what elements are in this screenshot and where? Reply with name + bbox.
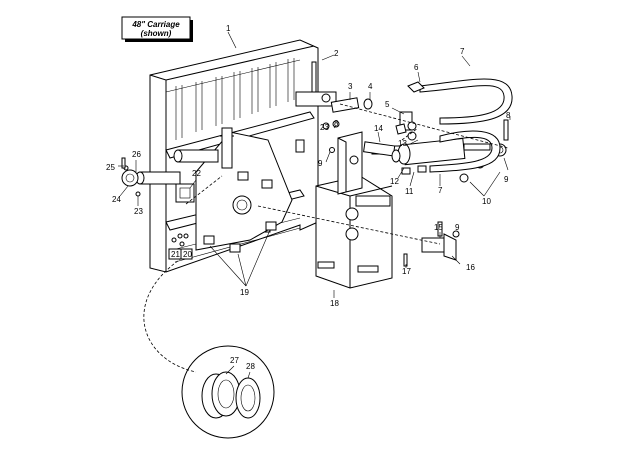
callout-7-bottom: 7 xyxy=(438,186,443,195)
callout-17: 17 xyxy=(402,267,411,276)
pivot-mast xyxy=(315,131,393,289)
mounting-plate xyxy=(195,127,293,253)
callout-7-top: 7 xyxy=(460,47,465,56)
callout-9-left: 9 xyxy=(318,159,323,168)
callout-labels: 1 2 3 4 5 6 7 7 8 8 9 9 9 10 11 12 13 14… xyxy=(106,24,511,371)
callout-11: 11 xyxy=(405,187,414,196)
callout-21-box: 21 xyxy=(168,248,182,260)
leader-lines xyxy=(118,31,511,379)
callout-14: 14 xyxy=(374,124,383,133)
callout-20-box: 20 xyxy=(180,248,193,260)
left-pivot-pin xyxy=(121,149,219,203)
callout-25: 25 xyxy=(106,163,115,172)
callout-23-top: 23 xyxy=(320,123,329,132)
title-line-2: (shown) xyxy=(141,29,172,38)
callout-5: 5 xyxy=(385,100,390,109)
callout-15: 15 xyxy=(434,223,443,232)
callout-1: 1 xyxy=(226,24,231,33)
callout-9-right: 9 xyxy=(504,175,509,184)
callout-12: 12 xyxy=(390,177,399,186)
callout-19: 19 xyxy=(240,288,249,297)
detail-view xyxy=(181,345,275,439)
callout-2: 2 xyxy=(334,49,339,58)
callout-28: 28 xyxy=(246,362,255,371)
title-line-1: 48" Carriage xyxy=(131,20,180,29)
callout-4: 4 xyxy=(368,82,373,91)
callout-10: 10 xyxy=(482,197,491,206)
title-box: 48" Carriage (shown) xyxy=(121,16,193,42)
callout-13: 13 xyxy=(398,139,407,148)
callout-16: 16 xyxy=(466,263,475,272)
callout-3: 3 xyxy=(348,82,353,91)
callout-26: 26 xyxy=(132,150,141,159)
callout-22: 22 xyxy=(192,169,201,178)
lock-pin xyxy=(403,221,457,267)
callout-8-right: 8 xyxy=(506,111,511,120)
callout-21: 21 xyxy=(171,250,180,259)
callout-20: 20 xyxy=(183,250,192,259)
cross-pin xyxy=(363,141,401,163)
callout-6: 6 xyxy=(414,63,419,72)
callout-8-left: 8 xyxy=(334,119,339,128)
fasteners xyxy=(121,120,460,247)
callout-27: 27 xyxy=(230,356,239,365)
callout-9-pin: 9 xyxy=(455,223,460,232)
alignment-lines xyxy=(143,103,509,373)
callout-24: 24 xyxy=(112,195,121,204)
callout-18: 18 xyxy=(330,299,339,308)
callout-23-bottom: 23 xyxy=(134,207,143,216)
top-bracket xyxy=(295,61,373,113)
